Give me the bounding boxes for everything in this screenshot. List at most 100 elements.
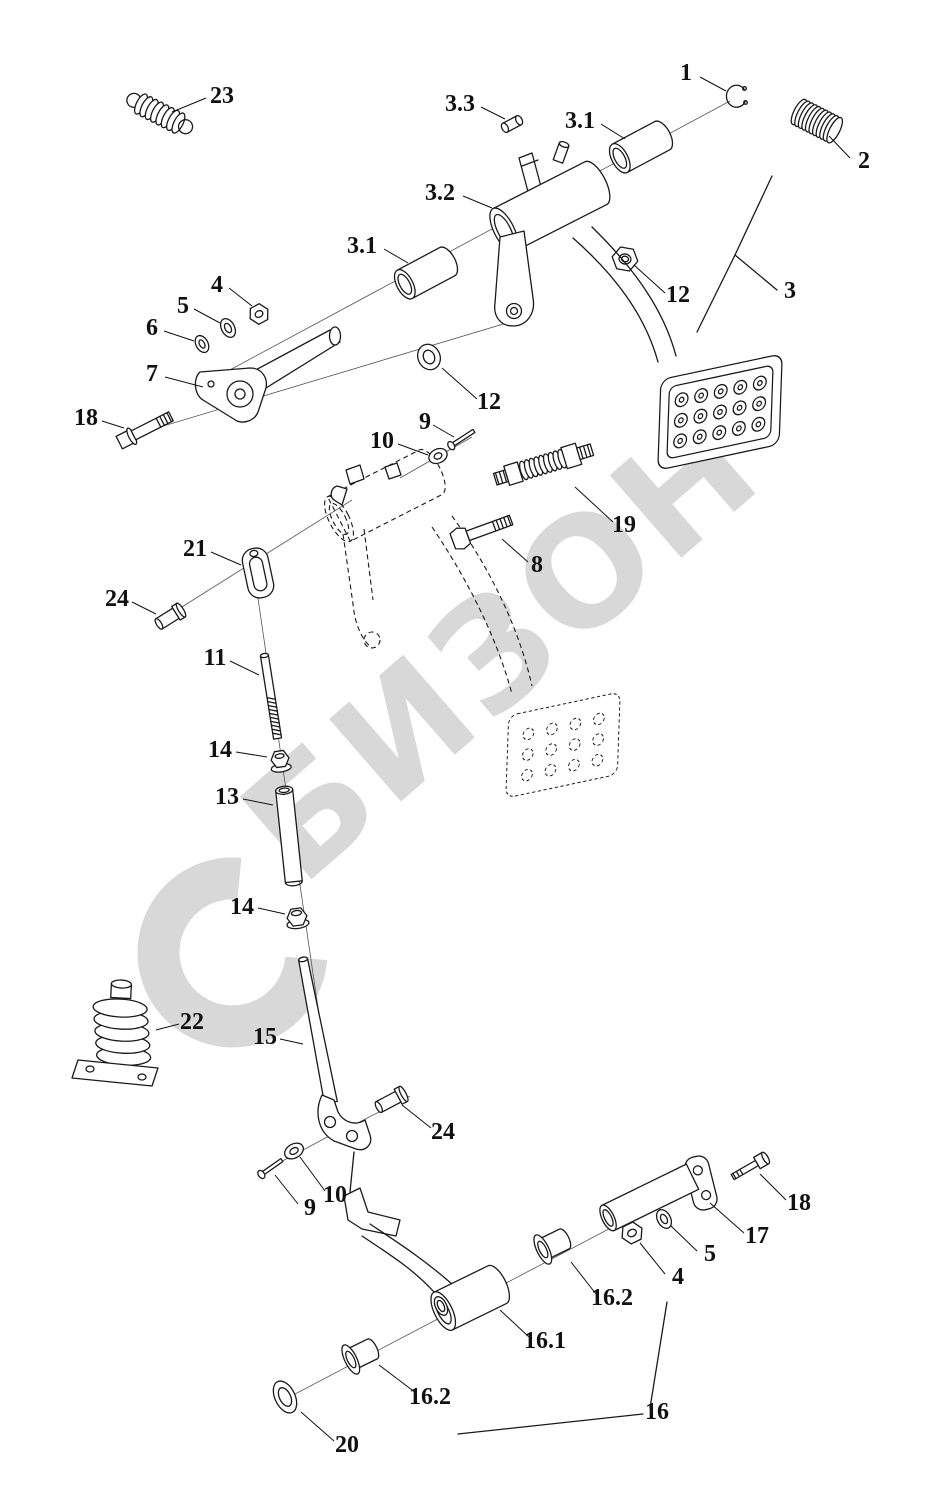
part-label-4: 4 xyxy=(211,272,223,298)
spring-2 xyxy=(790,98,844,144)
part-label-14: 14 xyxy=(208,737,232,763)
leader-line-3.2 xyxy=(462,195,493,209)
leader-line-9 xyxy=(274,1174,299,1205)
ring-20 xyxy=(272,1380,298,1414)
part-label-3.1: 3.1 xyxy=(565,108,595,134)
leader-line-20 xyxy=(300,1411,335,1442)
tensioner-19 xyxy=(492,442,595,486)
push-rod-15 xyxy=(297,956,338,1105)
snap-ring-1 xyxy=(725,84,748,108)
leader-line-2 xyxy=(828,135,851,159)
part-label-13: 13 xyxy=(215,784,239,810)
leader-line-16.1 xyxy=(499,1309,530,1338)
part-label-20: 20 xyxy=(335,1432,359,1458)
hub-tab xyxy=(384,462,402,480)
part-label-5: 5 xyxy=(177,293,189,319)
leader-line-14 xyxy=(235,751,268,758)
leader-line-19 xyxy=(574,486,614,523)
part-label-3: 3 xyxy=(784,278,796,304)
part-label-24: 24 xyxy=(431,1119,455,1145)
shaft-17 xyxy=(599,1155,718,1232)
part-label-17: 17 xyxy=(745,1223,769,1249)
part-label-9: 9 xyxy=(304,1195,316,1221)
leader-line-3.3 xyxy=(480,106,506,120)
leader-line-10 xyxy=(299,1156,326,1192)
pin-24-top xyxy=(154,602,187,630)
part-label-10: 10 xyxy=(370,428,394,454)
pin-3-3 xyxy=(500,114,524,134)
leader-line-22 xyxy=(155,1023,180,1031)
part-label-6: 6 xyxy=(146,315,158,341)
washer-10-bottom xyxy=(284,1142,304,1160)
leader-line-17 xyxy=(709,1202,745,1234)
leader-line-10 xyxy=(397,443,429,456)
part-label-22: 22 xyxy=(180,1009,204,1035)
washer-6 xyxy=(194,334,210,354)
bushing-3-1-left xyxy=(393,246,459,300)
leader-line-16.2 xyxy=(570,1261,597,1295)
leader-line-9 xyxy=(432,424,455,438)
part-label-7: 7 xyxy=(146,361,158,387)
part-label-3.3: 3.3 xyxy=(445,91,475,117)
bushing-16-2-right xyxy=(533,1228,572,1265)
part-label-12: 12 xyxy=(477,389,501,415)
bolt-8 xyxy=(449,514,514,550)
leader-line-6 xyxy=(163,330,195,342)
bolt-18-top xyxy=(115,411,174,450)
leader-line-3.1 xyxy=(600,123,626,140)
tube-13 xyxy=(275,785,303,887)
pin-9-bottom xyxy=(257,1157,284,1180)
lever-arm xyxy=(343,1151,453,1293)
leader-line-12 xyxy=(441,367,478,400)
return-spring-23 xyxy=(126,92,194,135)
part-label-11: 11 xyxy=(204,645,227,671)
leader-line-12 xyxy=(633,264,666,294)
part-label-16.2: 16.2 xyxy=(409,1384,451,1410)
part-label-18: 18 xyxy=(74,405,98,431)
pedal-pad xyxy=(657,354,783,470)
leader-line-7 xyxy=(164,376,204,388)
watermark: БИЗОН xyxy=(137,378,792,1048)
leader-line-15 xyxy=(279,1038,304,1045)
part-label-18: 18 xyxy=(787,1190,811,1216)
threaded-rod-11 xyxy=(259,652,283,740)
leader-line-21 xyxy=(210,551,242,566)
part-label-12: 12 xyxy=(666,282,690,308)
leader-line-5 xyxy=(670,1225,698,1252)
leader-line-11 xyxy=(229,660,260,676)
nut-4 xyxy=(249,303,269,325)
part-label-16.1: 16.1 xyxy=(524,1328,566,1354)
bellows-22 xyxy=(71,979,159,1087)
leader-line-24 xyxy=(131,601,157,615)
nut-14-upper xyxy=(270,749,292,773)
pedal-hub-3-2 xyxy=(489,140,677,363)
leader-line-1 xyxy=(699,76,727,92)
leader-line-18 xyxy=(101,420,125,429)
washer-5 xyxy=(219,318,237,338)
hub-tab xyxy=(345,464,365,485)
part-label-1: 1 xyxy=(680,60,692,86)
part-label-19: 19 xyxy=(612,512,636,538)
washer-10-top xyxy=(428,447,448,465)
pivot-bracket-7 xyxy=(194,326,342,423)
hub-tab xyxy=(330,485,348,506)
bushing-16-2-left xyxy=(341,1338,380,1375)
leader-line-4 xyxy=(228,287,253,307)
leader-lines xyxy=(101,76,851,1442)
part-label-14: 14 xyxy=(230,894,254,920)
pin-9-top xyxy=(447,428,476,451)
leader-line-14 xyxy=(257,907,286,915)
part-label-4: 4 xyxy=(672,1264,684,1290)
bore-ring xyxy=(433,1296,449,1316)
brand-logo-icon xyxy=(137,857,328,1048)
leader-line-3.1 xyxy=(383,248,409,264)
part-label-15: 15 xyxy=(253,1024,277,1050)
leader-line-23 xyxy=(171,97,207,113)
nut-14-lower xyxy=(286,907,310,930)
pin-24-bottom xyxy=(374,1085,409,1114)
rod-fork xyxy=(317,1094,372,1151)
clevis-21 xyxy=(241,547,275,599)
leader-line-18 xyxy=(759,1173,787,1201)
